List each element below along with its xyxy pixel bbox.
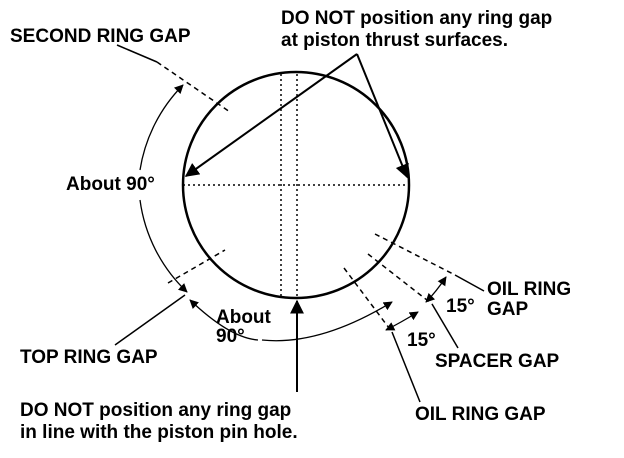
oil-ring-gap-lower-leader xyxy=(391,331,421,403)
thrust-warning-line2: at piston thrust surfaces. xyxy=(281,30,508,51)
thrust-warning-line1: DO NOT position any ring gap xyxy=(281,8,553,29)
thrust-arrow-left xyxy=(184,53,358,177)
about-90-left-arc-lower xyxy=(139,199,188,293)
about-90-bottom-arc-right xyxy=(261,301,393,342)
spacer-gap-tick xyxy=(367,253,433,305)
second-ring-gap-leader xyxy=(116,44,158,63)
about-90-bottom-line1: About xyxy=(216,307,271,328)
top-ring-gap-label: TOP RING GAP xyxy=(20,347,158,368)
spacer-gap-label: SPACER GAP xyxy=(435,351,560,372)
second-ring-gap-label: SECOND RING GAP xyxy=(10,26,191,47)
oil-ring-gap-upper-tick xyxy=(374,233,456,276)
oil-ring-gap-upper-leader xyxy=(454,274,485,292)
oil-ring-gap-lower-label: OIL RING GAP xyxy=(415,404,546,425)
oil-ring-gap-upper-line1: OIL RING xyxy=(487,279,572,300)
pin-hole-warning-line1: DO NOT position any ring gap xyxy=(20,400,292,421)
thrust-arrow-right xyxy=(356,53,409,179)
pin-hole-warning-line2: in line with the piston pin hole. xyxy=(20,422,298,443)
oil-ring-gap-lower-tick xyxy=(343,267,393,333)
about-90-bottom-arc xyxy=(189,299,259,341)
angle-15-upper-arc xyxy=(425,276,447,303)
second-ring-gap-tick xyxy=(156,61,231,113)
top-ring-gap-tick xyxy=(167,249,226,284)
oil-ring-gap-upper-line2: GAP xyxy=(487,299,529,320)
piston-outline xyxy=(181,70,411,300)
about-90-left-arc-upper xyxy=(139,84,184,171)
spacer-gap-leader xyxy=(431,303,459,349)
angle-15-lower-label: 15° xyxy=(407,330,436,351)
top-ring-gap-leader xyxy=(114,294,186,346)
angle-15-upper-label: 15° xyxy=(446,296,475,317)
about-90-bottom-line2: 90° xyxy=(216,326,245,347)
about-90-left-label: About 90° xyxy=(66,174,155,195)
angle-15-lower-arc xyxy=(385,311,419,331)
